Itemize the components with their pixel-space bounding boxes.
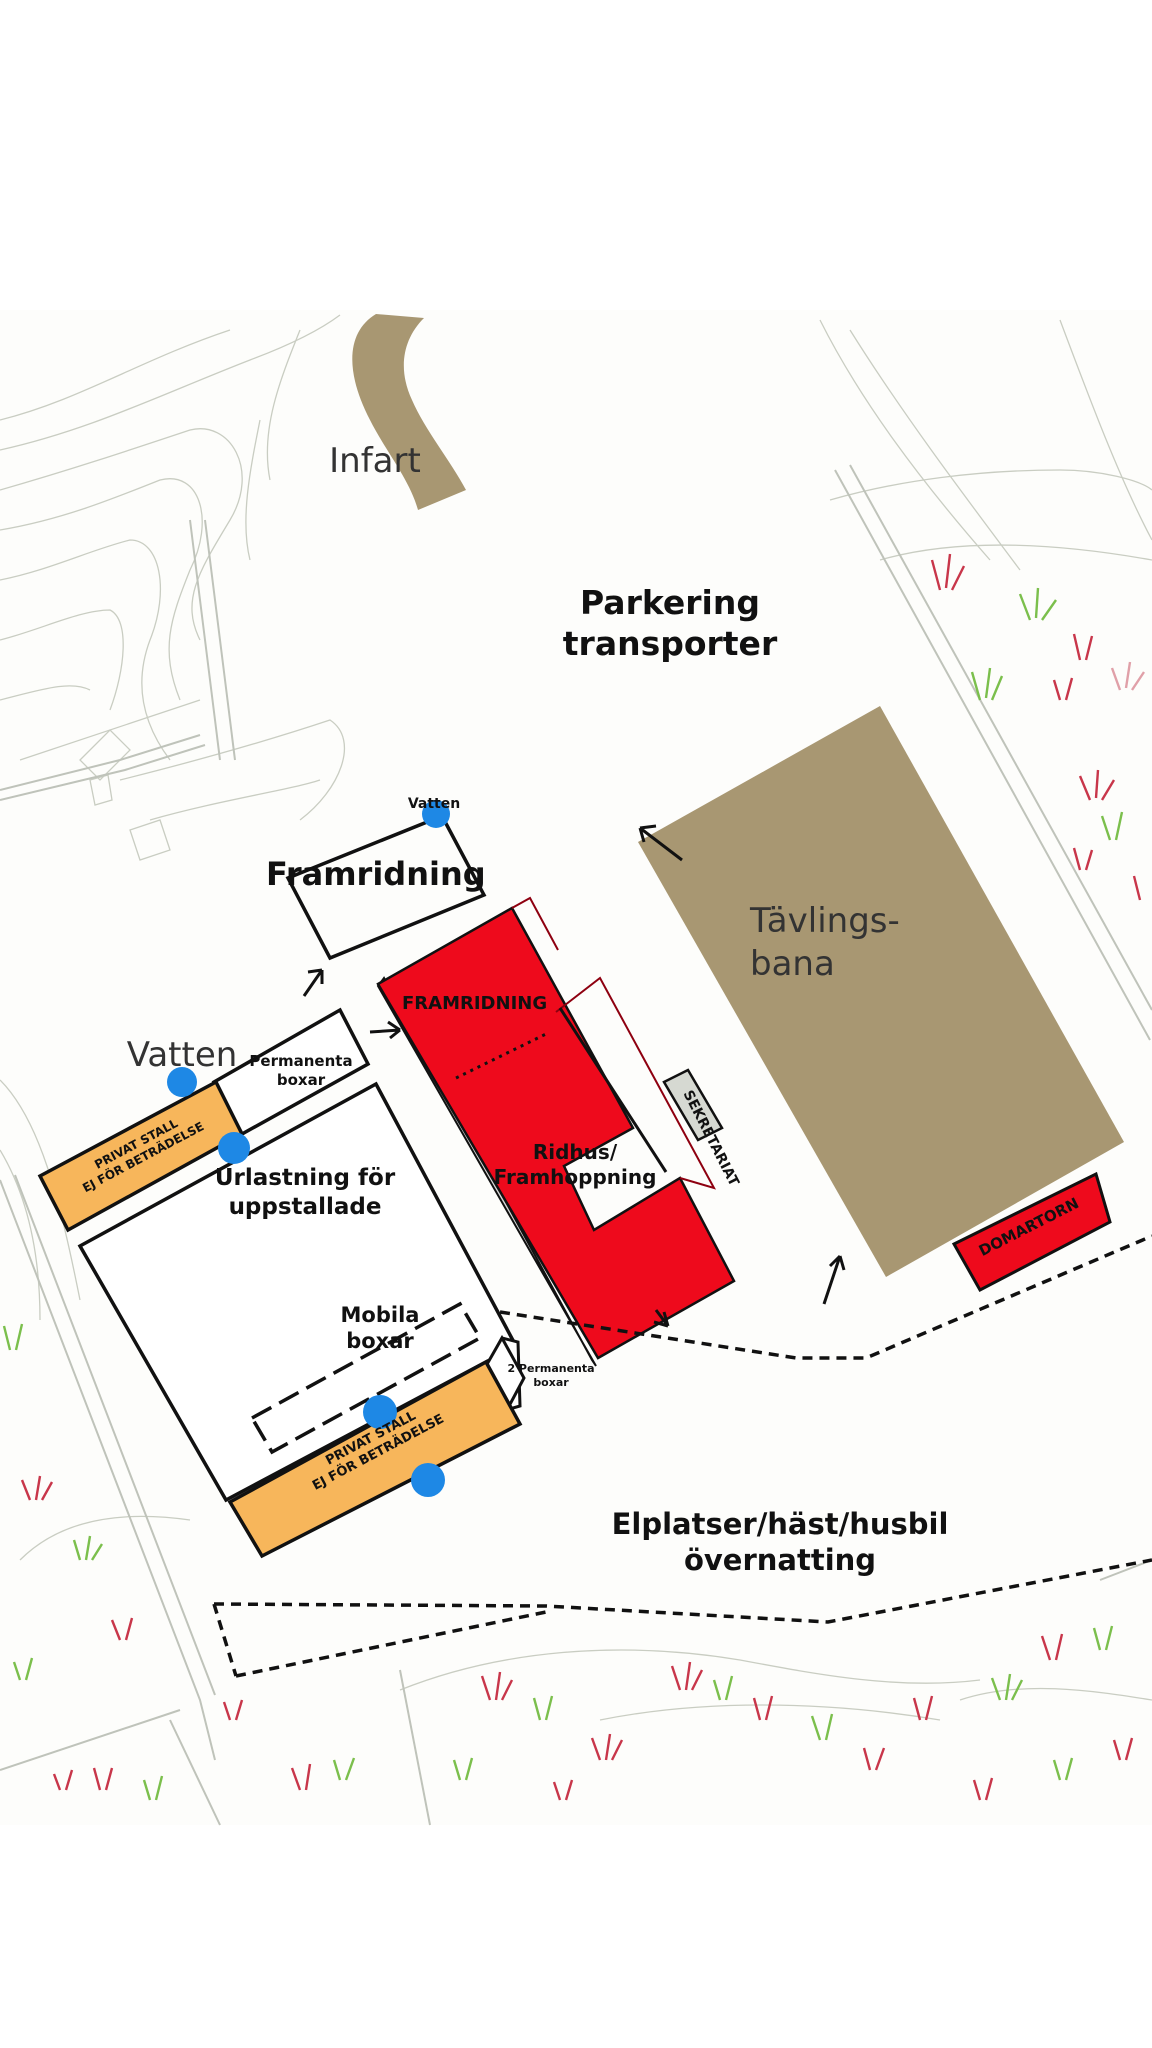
private-stable-1 <box>37 1079 245 1233</box>
grass-tuft-icon <box>2 553 1145 1801</box>
private-stable-2 <box>227 1359 523 1559</box>
electric-spots-label: Elplatser/häst/husbil övernatting <box>611 1507 949 1578</box>
direction-arrow-icon <box>302 824 846 1328</box>
water-label-large: Vatten <box>126 1035 238 1075</box>
warmup-label: Framridning <box>266 855 486 893</box>
mobile-boxes-area <box>249 1301 483 1455</box>
judge-tower <box>951 1171 1112 1293</box>
competition-arena <box>638 706 1124 1277</box>
entrance-label: Infart <box>329 441 421 481</box>
mobile-boxes-label: Mobila boxar <box>340 1303 420 1354</box>
warmup-indoor-label: FRAMRIDNING <box>402 993 548 1014</box>
contour-lines <box>0 314 1152 1721</box>
warmup-arena <box>285 813 487 961</box>
water-point-icon <box>167 800 450 1497</box>
competition-arena-label: Tävlings- bana <box>750 901 900 984</box>
parking-label: Parkering transporter <box>562 583 778 664</box>
water-label-small: Vatten <box>407 796 461 812</box>
riding-hall-building <box>376 896 736 1367</box>
two-permanent-boxes-label: 2 Permanenta boxar <box>507 1362 595 1389</box>
permanent-boxes-label: Permanenta boxar <box>249 1052 353 1089</box>
secretariat-booth <box>662 1068 724 1142</box>
entrance-road <box>352 314 466 510</box>
riding-hall-label: Ridhus/ Framhoppning <box>493 1140 657 1189</box>
unloading-label: Urlastning för uppstallade <box>214 1165 396 1220</box>
electric-spots-boundary <box>212 1234 1152 1678</box>
